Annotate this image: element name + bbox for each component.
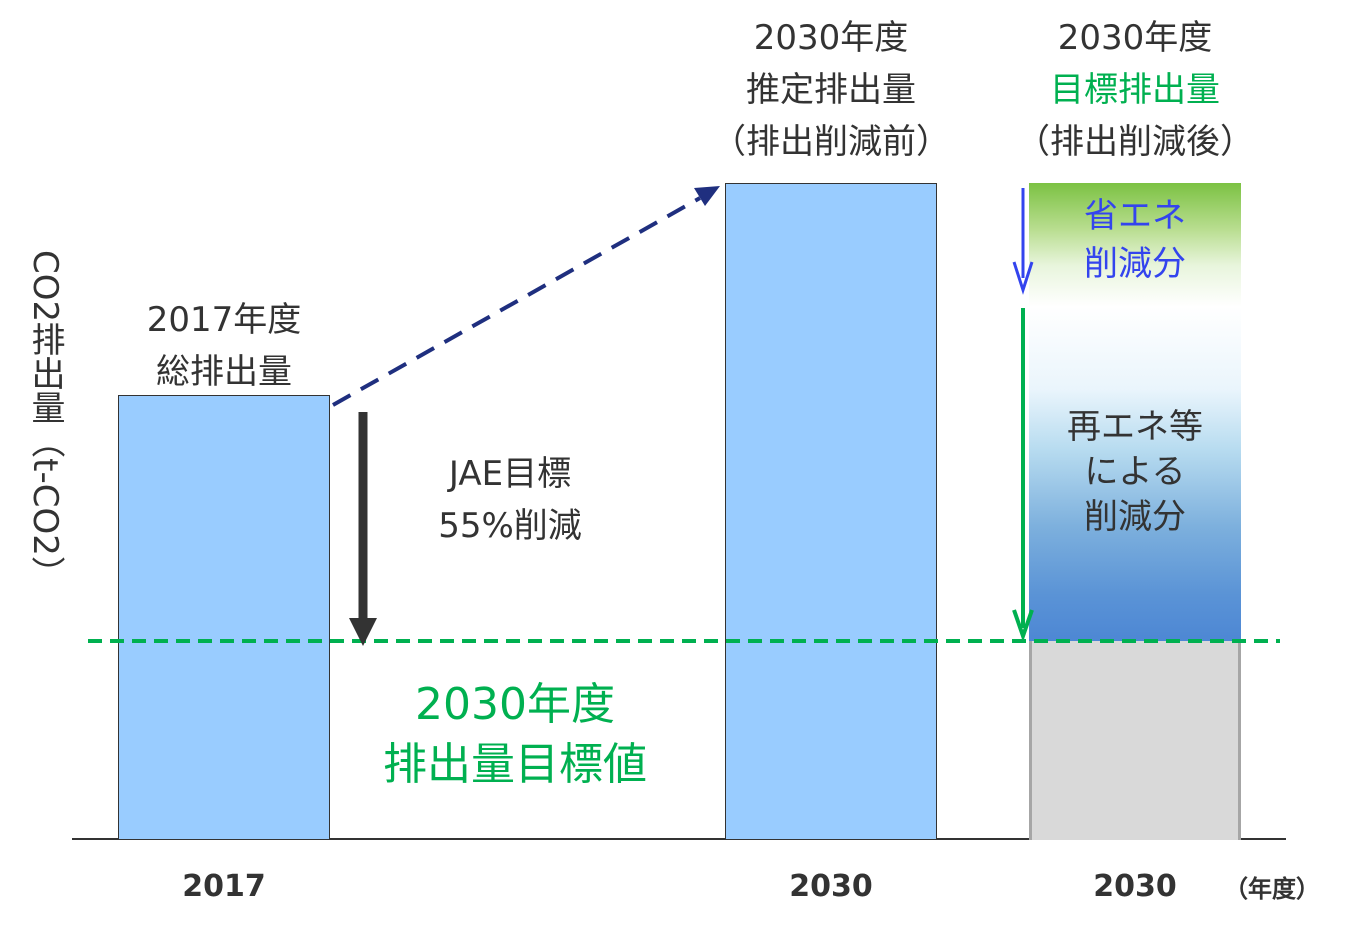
bar-2030-target-gradient xyxy=(1029,183,1241,641)
bar-2030-estimated xyxy=(725,183,937,840)
renewable-segment-label: 再エネ等 による 削減分 xyxy=(1067,407,1203,537)
x-axis-baseline xyxy=(72,838,1286,840)
savings-arrowhead xyxy=(1012,261,1034,295)
bar-2017-caption: 2017年度 総排出量 xyxy=(146,300,302,392)
bar-2030-target-base xyxy=(1029,641,1241,840)
target-value-label: 2030年度 排出量目標値 xyxy=(383,679,647,790)
trend-dashed-arrow xyxy=(332,196,701,407)
x-tick-2030-target: 2030 xyxy=(1093,869,1177,904)
x-tick-2030-estimated: 2030 xyxy=(789,869,873,904)
renewable-arrowhead xyxy=(1012,609,1034,643)
x-tick-2017: 2017 xyxy=(182,869,266,904)
trend-arrowhead xyxy=(694,186,720,206)
bar-2030-target-caption: 2030年度 目標排出量 （排出削減後） xyxy=(1016,18,1254,162)
bar-2030-estimated-caption: 2030年度 推定排出量 （排出削減前） xyxy=(712,18,950,162)
jae-target-label: JAE目標 55%削減 xyxy=(438,454,582,546)
reduction-arrowhead xyxy=(349,618,377,646)
savings-segment-label: 省エネ 削減分 xyxy=(1084,196,1186,284)
bar-2017 xyxy=(118,395,330,840)
y-axis-label: CO2排出量（t-CO2） xyxy=(25,250,65,590)
x-unit-label: （年度） xyxy=(1224,875,1320,903)
